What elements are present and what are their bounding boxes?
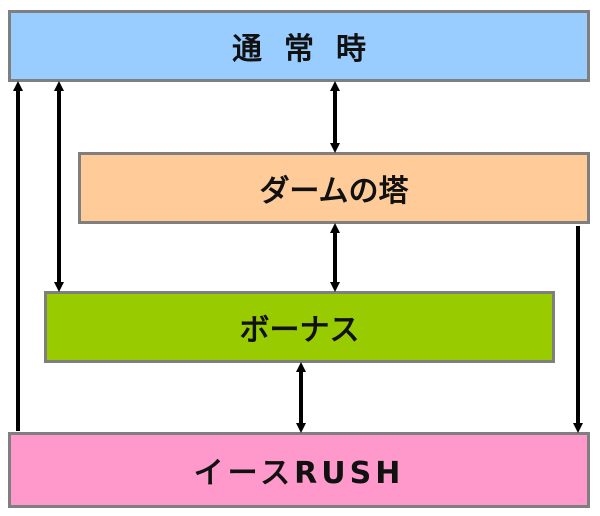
node-tower: ダームの塔 [78, 152, 590, 224]
node-rush-label: イースRUSH [193, 456, 405, 491]
node-normal-label: 通常時 [232, 32, 388, 67]
node-bonus-label: ボーナス [239, 313, 360, 348]
node-normal: 通常時 [8, 10, 590, 82]
node-tower-label: ダームの塔 [259, 174, 409, 209]
node-rush: イースRUSH [8, 432, 590, 508]
node-bonus: ボーナス [44, 291, 555, 363]
